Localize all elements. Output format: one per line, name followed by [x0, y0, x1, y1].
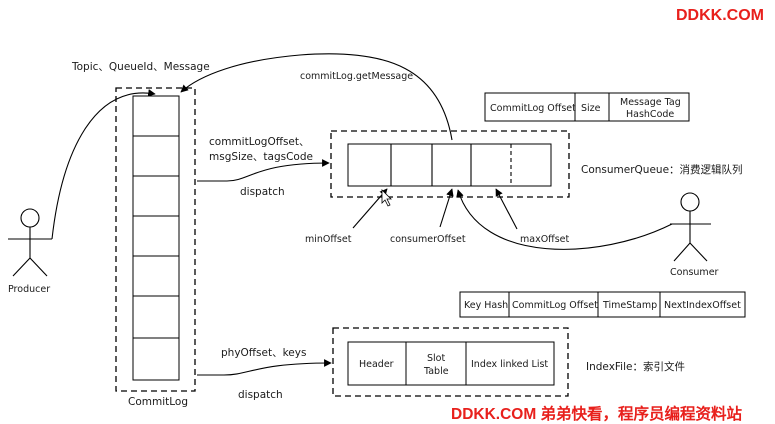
commitlog-container — [115, 87, 196, 392]
consumer-queue-label: ConsumerQueue：消费逻辑队列 — [581, 163, 743, 176]
consumer-queue-cells — [347, 143, 552, 187]
index-file-container — [332, 327, 569, 397]
commitlog-column — [132, 95, 180, 381]
getmessage-arrow — [180, 53, 453, 141]
consumer-label: Consumer — [670, 267, 719, 278]
watermark-bottom: DDKK.COM 弟弟快看，程序员编程资料站 — [451, 404, 743, 423]
commit-fields-label-line2: msgSize、tagsCode — [209, 151, 313, 163]
index-field-key-hash: Key Hash — [464, 300, 508, 311]
phy-offset-keys-label: phyOffset、keys — [221, 347, 306, 359]
dispatch-label-bottom: dispatch — [238, 389, 283, 401]
index-file-parts — [347, 341, 555, 386]
consumer-icon — [670, 192, 711, 262]
producer-label: Producer — [8, 284, 50, 295]
mouse-cursor-icon — [381, 189, 392, 207]
dispatch-arrow-top — [197, 159, 330, 182]
producer-to-commitlog-arrow — [51, 89, 156, 240]
max-offset-label: maxOffset — [520, 234, 570, 245]
consumer-offset-arrow — [439, 188, 454, 228]
max-offset-arrow — [495, 188, 518, 230]
watermark-top: DDKK.COM — [676, 7, 764, 24]
commitlog-label: CommitLog — [128, 396, 188, 408]
consumer-offset-label: consumerOffset — [390, 234, 466, 245]
index-slot-label-line1: Slot — [427, 353, 445, 364]
index-field-next-index-offset: NextIndexOffset — [664, 300, 741, 311]
index-file-label: IndexFile：索引文件 — [586, 360, 685, 373]
index-record-fields — [459, 291, 746, 318]
min-offset-label: minOffset — [305, 234, 352, 245]
producer-icon — [8, 208, 52, 277]
cq-record-fields — [484, 92, 690, 122]
index-slot-label-line2: Table — [423, 366, 449, 377]
topic-queue-message-label: Topic、QueueId、Message — [71, 61, 210, 73]
commit-fields-label-line1: commitLogOffset、 — [209, 136, 310, 148]
cq-field-commitlog-offset: CommitLog Offset — [490, 103, 576, 114]
index-field-commitlog-offset: CommitLog Offset — [512, 300, 598, 311]
cq-field-size: Size — [581, 103, 601, 114]
index-linked-list-label: Index linked List — [471, 359, 548, 370]
index-field-timestamp: TimeStamp — [602, 300, 657, 311]
getmessage-label: commitLog.getMessage — [300, 71, 413, 82]
dispatch-arrow-bottom — [197, 359, 332, 376]
cq-field-message-tag: Message Tag — [620, 97, 681, 108]
min-offset-arrow — [352, 188, 388, 229]
dispatch-label-top: dispatch — [240, 186, 285, 198]
cq-field-hashcode: HashCode — [626, 109, 674, 120]
consumer-to-queue-arrow — [456, 189, 673, 250]
index-header-label: Header — [359, 359, 394, 370]
